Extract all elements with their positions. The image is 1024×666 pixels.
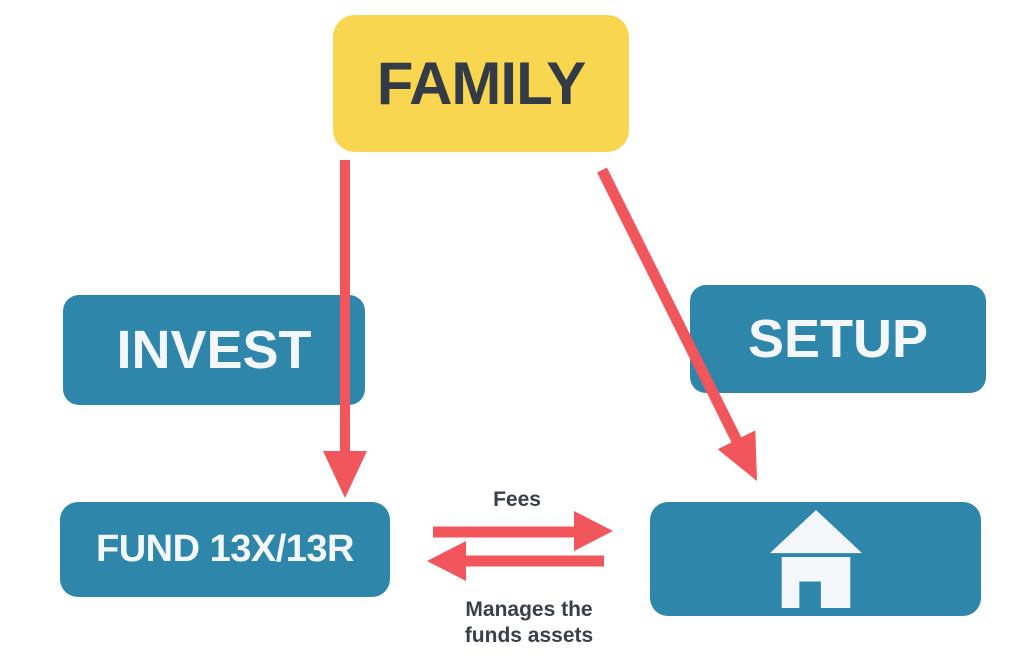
node-fund-label: FUND 13X/13R bbox=[96, 528, 354, 570]
node-invest: INVEST bbox=[63, 295, 365, 405]
node-fund: FUND 13X/13R bbox=[60, 502, 390, 597]
arrow-fees bbox=[433, 511, 613, 551]
node-family-label: FAMILY bbox=[376, 50, 586, 117]
node-setup: SETUP bbox=[690, 285, 986, 393]
node-invest-label: INVEST bbox=[116, 320, 312, 380]
node-family: FAMILY bbox=[333, 15, 629, 152]
node-setup-label: SETUP bbox=[747, 309, 929, 369]
edge-label-manages: Manages the funds assets bbox=[464, 598, 594, 647]
node-fund-manager bbox=[650, 502, 981, 616]
house-icon bbox=[769, 510, 862, 608]
arrow-manages bbox=[427, 541, 604, 581]
edge-label-fees: Fees bbox=[493, 488, 541, 511]
